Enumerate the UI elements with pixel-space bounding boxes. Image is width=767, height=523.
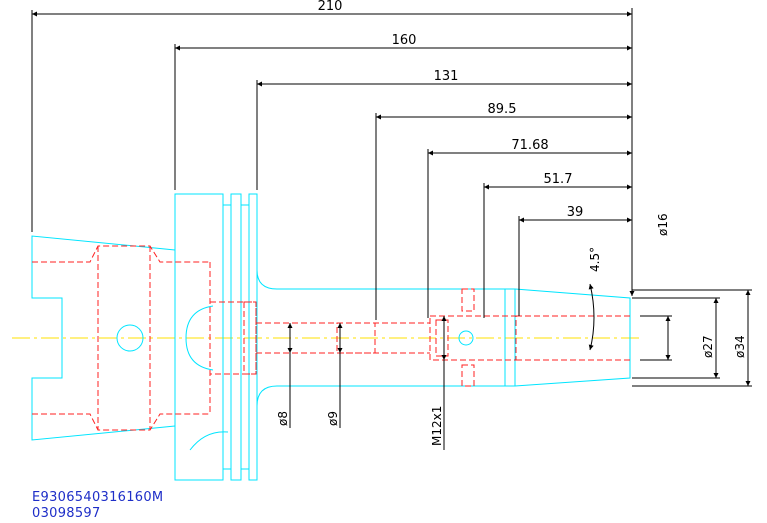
diameter-dimension-labels: ø16 ø27 ø34 4.5° ø8 ø9 M12x1 bbox=[276, 213, 747, 446]
part-code: 03098597 bbox=[32, 506, 101, 521]
extension-lines bbox=[31, 8, 752, 387]
dim-label-51-7: 51.7 bbox=[544, 172, 573, 187]
dim-label-thread: M12x1 bbox=[430, 406, 444, 446]
dim-label-39: 39 bbox=[567, 205, 584, 220]
hidden-lines bbox=[32, 245, 630, 431]
dim-label-d16: ø16 bbox=[656, 213, 670, 236]
dim-label-d34: ø34 bbox=[733, 335, 747, 358]
dim-label-210: 210 bbox=[318, 0, 343, 14]
length-dimension-lines bbox=[32, 11, 632, 223]
dim-label-89-5: 89.5 bbox=[488, 102, 517, 117]
length-dimension-labels: 210 160 131 89.5 71.68 51.7 39 bbox=[318, 0, 584, 220]
dim-label-160: 160 bbox=[392, 33, 417, 48]
dim-label-d9: ø9 bbox=[326, 411, 340, 426]
dim-label-131: 131 bbox=[434, 69, 459, 84]
dim-label-angle: 4.5° bbox=[588, 247, 602, 272]
dim-label-d8: ø8 bbox=[276, 411, 290, 426]
part-number: E9306540316160M bbox=[32, 490, 164, 505]
tool-holder-outline bbox=[31, 193, 631, 481]
dim-label-d27: ø27 bbox=[701, 335, 715, 358]
diameter-dimension-lines bbox=[287, 240, 751, 450]
dim-label-71-68: 71.68 bbox=[511, 138, 548, 153]
